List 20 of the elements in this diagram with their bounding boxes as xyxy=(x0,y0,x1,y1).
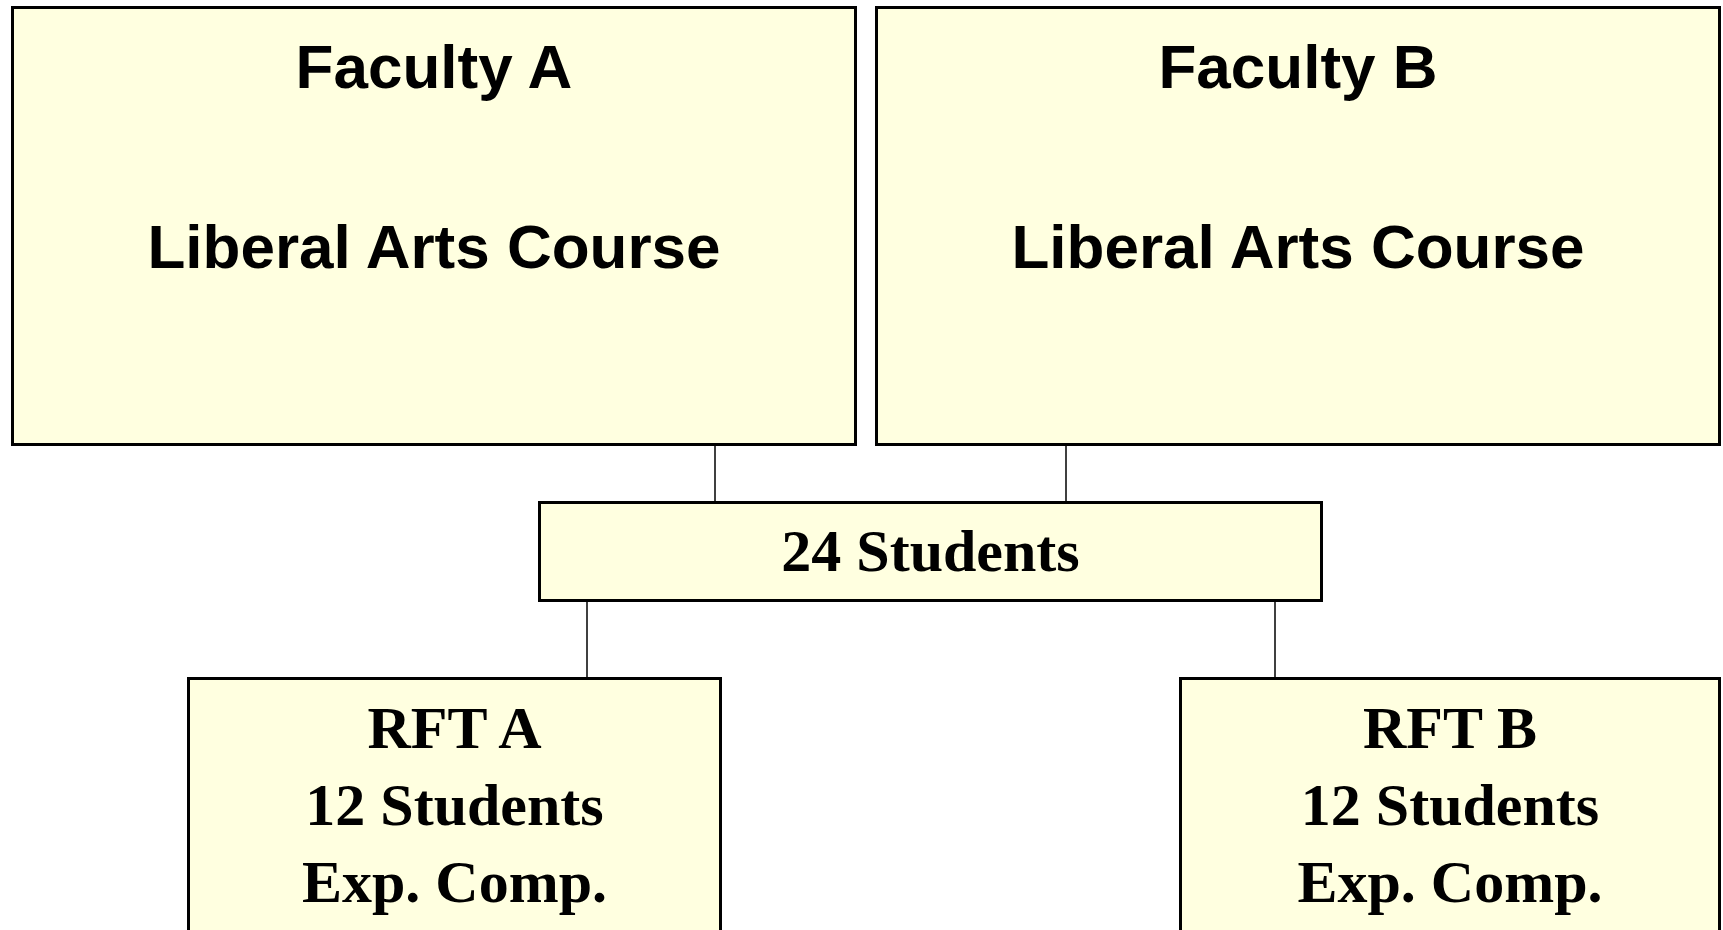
connector-line xyxy=(1274,601,1276,678)
faculty-box xyxy=(875,6,1721,446)
faculty-title: Faculty A xyxy=(295,31,573,103)
connector-line xyxy=(1065,445,1067,502)
box-text: RFT B xyxy=(1363,694,1537,763)
course-name: Liberal Arts Course xyxy=(1011,211,1585,283)
box-text: 12 Students xyxy=(1300,771,1600,840)
group-box xyxy=(1179,677,1721,930)
box-text: Exp. Comp. xyxy=(1297,848,1603,917)
connector-line xyxy=(714,445,716,502)
faculty-box xyxy=(11,6,857,446)
box-text: Exp. Comp. xyxy=(301,848,608,917)
group-box xyxy=(538,501,1323,602)
faculty-title: Faculty B xyxy=(1158,31,1438,103)
box-text: RFT A xyxy=(367,694,542,763)
connector-line xyxy=(586,601,588,678)
group-box xyxy=(187,677,722,930)
box-text: 12 Students xyxy=(305,771,604,840)
course-name: Liberal Arts Course xyxy=(147,211,721,283)
box-text: 24 Students xyxy=(781,517,1080,586)
